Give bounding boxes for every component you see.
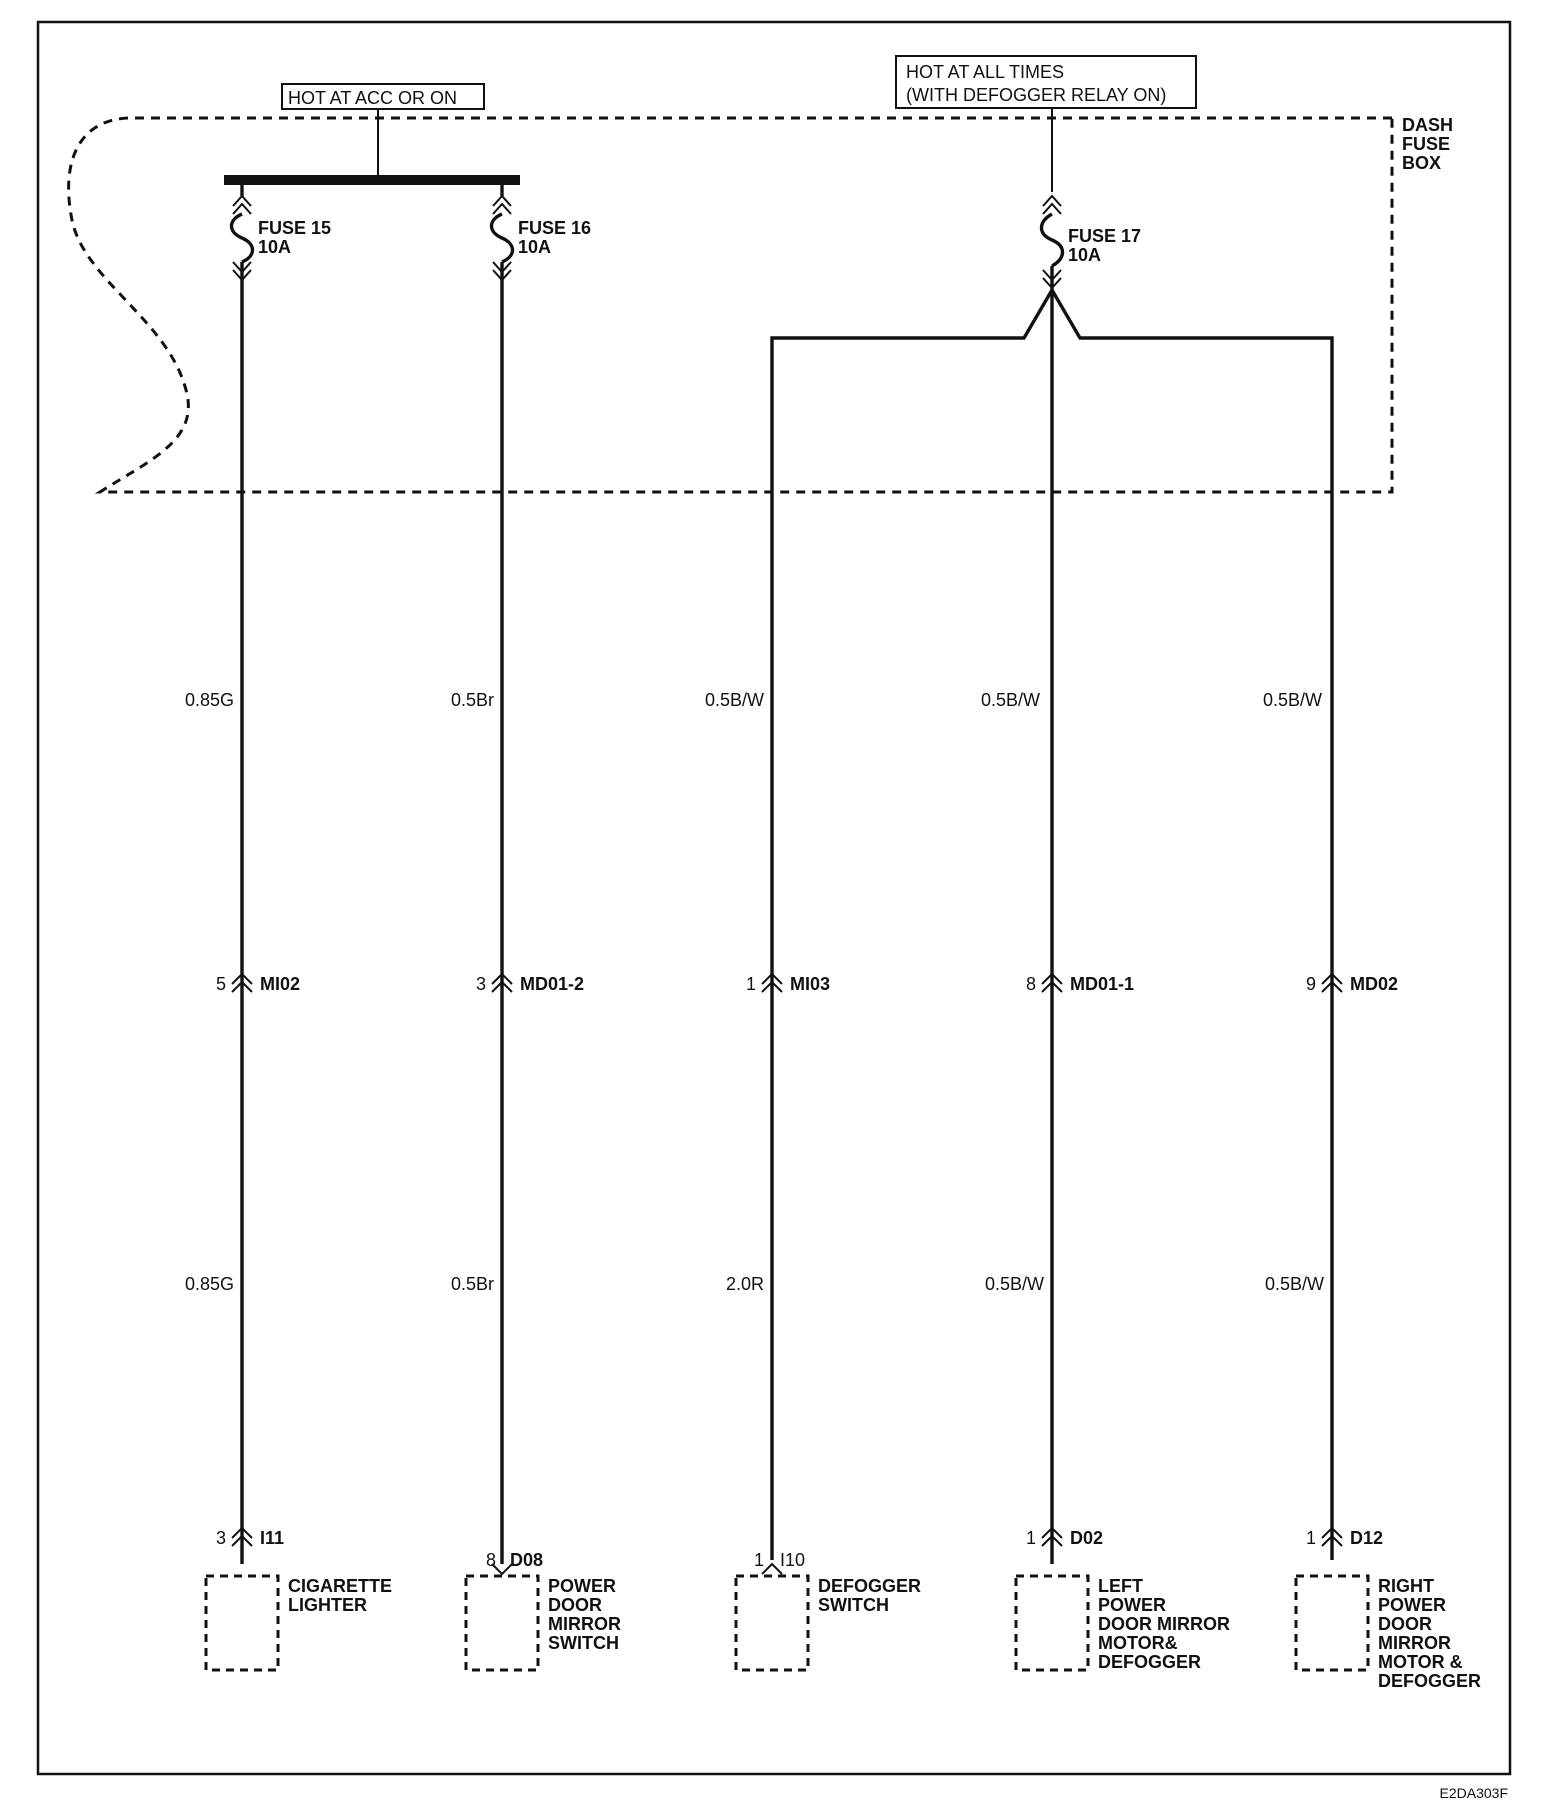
fuse-15: FUSE 15 10A <box>229 182 331 282</box>
mid-connector-id: MD01-2 <box>520 974 584 994</box>
wire-color-upper: 0.5Br <box>451 690 494 710</box>
connector-mark <box>1321 1526 1343 1547</box>
component-label-line: MIRROR <box>1378 1633 1451 1653</box>
source-acc-on: HOT AT ACC OR ON <box>281 83 485 178</box>
component-label-line: DEFOGGER <box>1098 1652 1201 1672</box>
connector-mark <box>1041 972 1063 993</box>
component-label-line: MOTOR& <box>1098 1633 1178 1653</box>
end-connector-pin: 8 <box>486 1550 496 1570</box>
connector-mark <box>761 1562 783 1575</box>
end-connector-pin: 3 <box>216 1528 226 1548</box>
fuse-16-rating: 10A <box>518 237 551 257</box>
source-all-times: HOT AT ALL TIMES (WITH DEFOGGER RELAY ON… <box>895 55 1197 192</box>
connector-mark <box>231 972 253 993</box>
connector-mark <box>1041 1526 1063 1547</box>
end-connector-pin: 1 <box>754 1550 764 1570</box>
wire-color-upper: 0.85G <box>185 690 234 710</box>
fuse-16-name: FUSE 16 <box>518 218 591 238</box>
connector-mark <box>491 972 513 993</box>
component-label-line: MOTOR & <box>1378 1652 1463 1672</box>
component-label-line: MIRROR <box>548 1614 621 1634</box>
fuse-17: FUSE 17 10A <box>1039 194 1141 290</box>
component-cigarette-lighter <box>204 1574 280 1672</box>
source-acc-on-label: HOT AT ACC OR ON <box>288 88 457 108</box>
component-label-line: DEFOGGER <box>818 1576 921 1596</box>
connector-mark <box>491 1563 513 1576</box>
end-connector-pin: 1 <box>1026 1528 1036 1548</box>
circuit-left-mirror-defogger: 0.5B/W 8 MD01-1 0.5B/W 1 D02 LEFT POWER … <box>981 690 1230 1672</box>
fuse-box-outline <box>67 116 1394 494</box>
mid-connector-pin: 5 <box>216 974 226 994</box>
fuse-15-name: FUSE 15 <box>258 218 331 238</box>
fuse-17-rating: 10A <box>1068 245 1101 265</box>
circuit-right-mirror-defogger: 0.5B/W 9 MD02 0.5B/W 1 D12 RIGHT POWER D… <box>1263 690 1481 1691</box>
component-label-line: DOOR <box>548 1595 602 1615</box>
wire-color-lower: 0.5B/W <box>1265 1274 1324 1294</box>
end-connector-id: I11 <box>260 1528 284 1548</box>
end-connector-id: D12 <box>1350 1528 1383 1548</box>
source-all-times-box <box>895 55 1197 109</box>
component-label-line: POWER <box>548 1576 616 1596</box>
end-connector-id: D08 <box>510 1550 543 1570</box>
end-connector-id: D02 <box>1070 1528 1103 1548</box>
diagram-frame <box>36 20 1512 1776</box>
end-connector-id: I10 <box>780 1550 805 1570</box>
component-label-line: LEFT <box>1098 1576 1143 1596</box>
component-label-line: LIGHTER <box>288 1595 367 1615</box>
mid-connector-id: MI02 <box>260 974 300 994</box>
mid-connector-pin: 9 <box>1306 974 1316 994</box>
fuse-17-name: FUSE 17 <box>1068 226 1141 246</box>
component-label-line: RIGHT <box>1378 1576 1434 1596</box>
figure-code: E2DA303F <box>1440 1785 1508 1801</box>
connector-mark <box>761 972 783 993</box>
wire-color-lower: 0.5Br <box>451 1274 494 1294</box>
wire-color-upper: 0.5B/W <box>1263 690 1322 710</box>
component-label-line: SWITCH <box>818 1595 889 1615</box>
mid-connector-id: MD02 <box>1350 974 1398 994</box>
end-connector-pin: 1 <box>1306 1528 1316 1548</box>
circuit-power-door-mirror-switch: 0.5Br 3 MD01-2 0.5Br 8 D08 POWER DOOR MI… <box>451 690 621 1672</box>
mid-connector-pin: 8 <box>1026 974 1036 994</box>
component-label-line: DOOR MIRROR <box>1098 1614 1230 1634</box>
component-label-line: POWER <box>1098 1595 1166 1615</box>
circuit-defogger-switch: 0.5B/W 1 MI03 2.0R 1 I10 DEFOGGER SWITCH <box>705 690 921 1672</box>
mid-connector-id: MI03 <box>790 974 830 994</box>
fuse-box-label-line: FUSE <box>1402 134 1450 154</box>
component-label-line: CIGARETTE <box>288 1576 392 1596</box>
connector-mark <box>1321 972 1343 993</box>
fuse-16: FUSE 16 10A <box>489 182 591 282</box>
component-left-mirror-defogger <box>1014 1574 1090 1672</box>
mid-connector-pin: 3 <box>476 974 486 994</box>
component-label-line: SWITCH <box>548 1633 619 1653</box>
wire-color-lower: 0.5B/W <box>985 1274 1044 1294</box>
source-all-times-line2: (WITH DEFOGGER RELAY ON) <box>906 85 1166 105</box>
connector-mark <box>231 1526 253 1547</box>
source-all-times-line1: HOT AT ALL TIMES <box>906 62 1064 82</box>
wire-color-lower: 2.0R <box>726 1274 764 1294</box>
wire-color-upper: 0.5B/W <box>705 690 764 710</box>
component-right-mirror-defogger <box>1294 1574 1370 1672</box>
wire-color-lower: 0.85G <box>185 1274 234 1294</box>
component-label-line: DOOR <box>1378 1614 1432 1634</box>
component-defogger-switch <box>734 1574 810 1672</box>
fuse-box-label: DASH FUSE BOX <box>1402 115 1453 173</box>
component-label-line: POWER <box>1378 1595 1446 1615</box>
wire-color-upper: 0.5B/W <box>981 690 1040 710</box>
source-acc-on-box <box>281 83 485 110</box>
mid-connector-id: MD01-1 <box>1070 974 1134 994</box>
component-power-door-mirror-switch <box>464 1574 540 1672</box>
fuse-box-label-line: BOX <box>1402 153 1441 173</box>
circuit-cigarette-lighter: 0.85G 5 MI02 0.85G 3 I11 CIGARETTE LIGHT… <box>185 690 392 1672</box>
mid-connector-pin: 1 <box>746 974 756 994</box>
fuse-box-label-line: DASH <box>1402 115 1453 135</box>
fuse-15-rating: 10A <box>258 237 291 257</box>
component-label-line: DEFOGGER <box>1378 1671 1481 1691</box>
